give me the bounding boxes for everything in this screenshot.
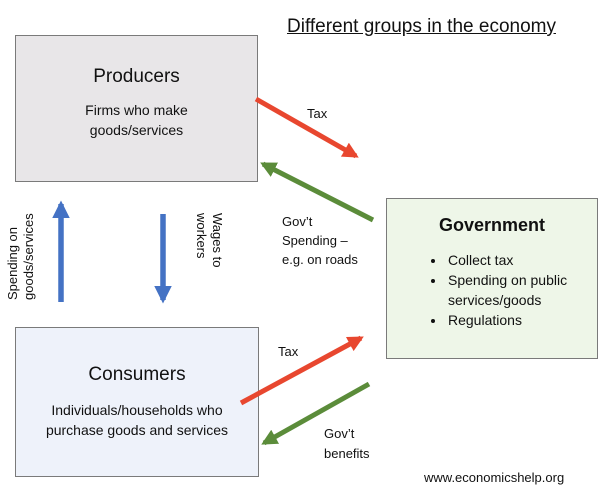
government-title: Government: [438, 215, 546, 235]
spending-on-goods-label: Spending on goods/services: [5, 213, 37, 300]
government-role-line: Spending on public: [448, 272, 568, 288]
consumers-box: Consumers Individuals/households who pur…: [15, 327, 259, 477]
spending-on-goods-label-line: Spending on: [5, 226, 20, 300]
tax-label-top: Tax: [307, 106, 328, 121]
tax-arrow-consumers-to-government: [239, 335, 364, 406]
wages-label-line: Wages to: [210, 213, 225, 268]
tax-label-bottom: Tax: [278, 344, 299, 359]
gov-benefits-label-line: Gov’t: [324, 426, 355, 441]
government-role-item: Regulations: [446, 310, 597, 330]
consumers-title: Consumers: [88, 364, 186, 385]
producers-title: Producers: [93, 66, 180, 87]
consumers-description-line: purchase goods and services: [45, 422, 229, 438]
government-role-line: services/goods: [448, 292, 542, 308]
gov-spending-label-line: Spending –: [282, 233, 348, 248]
government-role-item: Collect tax: [446, 250, 597, 270]
spending-on-goods-label-line: goods/services: [21, 213, 36, 300]
gov-benefits-label-line: benefits: [324, 446, 370, 461]
diagram-title: Different groups in the economy: [287, 16, 556, 37]
producers-box: Producers Firms who make goods/services: [15, 35, 258, 182]
gov-spending-label: Gov’t Spending – e.g. on roads: [282, 212, 358, 269]
producers-description: Firms who make goods/services: [16, 100, 257, 140]
producers-description-line: Firms who make: [85, 102, 188, 118]
government-roles-list: Collect tax Spending on public services/…: [387, 250, 597, 330]
gov-benefits-label: Gov’t benefits: [324, 424, 370, 464]
government-role-item: Spending on public services/goods: [446, 270, 597, 310]
gov-spending-label-line: e.g. on roads: [282, 252, 358, 267]
tax-arrow-producers-to-government: [254, 96, 359, 159]
source-credit: www.economicshelp.org: [424, 470, 565, 485]
gov-spending-label-line: Gov’t: [282, 214, 313, 229]
producers-description-line: goods/services: [89, 122, 184, 138]
wages-label-line: workers: [194, 213, 209, 259]
consumers-description: Individuals/households who purchase good…: [16, 400, 258, 440]
gov-spending-arrow-government-to-producers: [260, 161, 375, 223]
consumers-description-line: Individuals/households who: [51, 402, 223, 418]
benefits-arrow-government-to-consumers: [261, 381, 371, 446]
wages-label: Wages to workers: [193, 213, 225, 267]
government-box: Government Collect tax Spending on publi…: [386, 198, 598, 359]
